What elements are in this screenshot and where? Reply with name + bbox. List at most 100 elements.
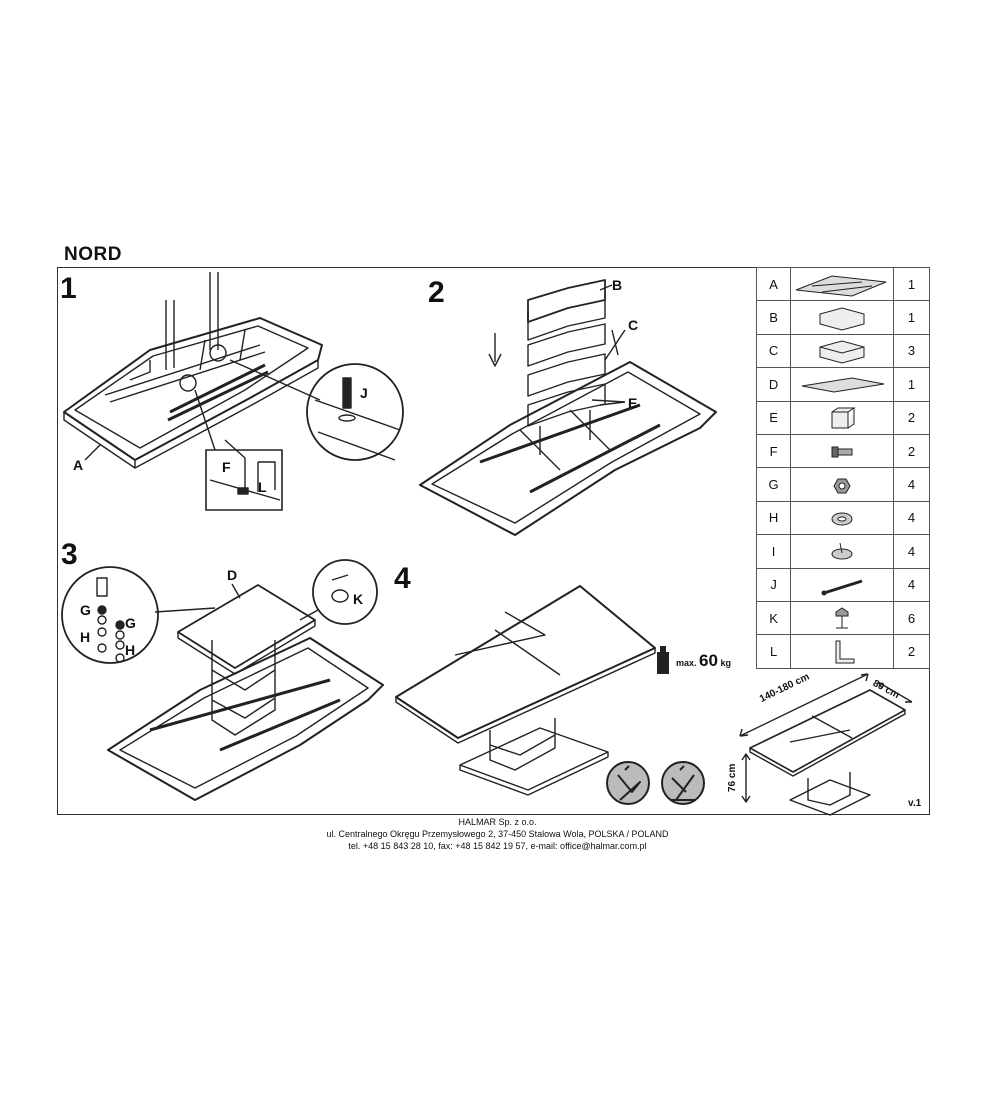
step-1-drawing: J F L A bbox=[63, 272, 404, 511]
length-arrow bbox=[739, 673, 869, 737]
callout-label: A bbox=[73, 457, 83, 473]
part-picture bbox=[790, 266, 895, 302]
part-quantity: 4 bbox=[893, 567, 930, 602]
part-quantity: 2 bbox=[893, 634, 930, 669]
step-number-3: 3 bbox=[61, 538, 78, 571]
callout-label: H bbox=[125, 642, 135, 658]
callout-label: G bbox=[125, 615, 136, 631]
part-picture bbox=[790, 300, 895, 335]
callout-label: L bbox=[258, 479, 267, 495]
rod-1 bbox=[165, 300, 175, 370]
top-leg-segment-icon bbox=[819, 307, 865, 331]
block-icon bbox=[831, 407, 856, 429]
part-letter: K bbox=[755, 600, 792, 636]
dimension-drawing bbox=[739, 673, 913, 816]
part-quantity: 1 bbox=[893, 367, 930, 402]
step-2-drawing: B C E bbox=[419, 277, 717, 536]
screw-icon bbox=[831, 446, 853, 458]
part-quantity: 4 bbox=[893, 467, 930, 502]
bolt-icon bbox=[821, 579, 863, 596]
step-number-2: 2 bbox=[428, 276, 445, 309]
step-4-drawing bbox=[395, 585, 669, 796]
callout-label: E bbox=[628, 395, 637, 411]
part-letter: E bbox=[755, 400, 792, 435]
rail-left bbox=[104, 344, 266, 403]
detail-circle-gh: G H G H bbox=[61, 566, 159, 664]
part-picture bbox=[790, 567, 895, 602]
part-quantity: 2 bbox=[893, 433, 930, 469]
rail-right bbox=[167, 363, 269, 422]
part-letter: G bbox=[755, 467, 792, 502]
weight-prefix: max. bbox=[676, 658, 697, 668]
part-quantity: 2 bbox=[893, 400, 930, 435]
callout-label: G bbox=[80, 602, 91, 618]
step-3-drawing: D G H G H K bbox=[61, 559, 384, 801]
part-letter: I bbox=[755, 534, 792, 569]
part-letter: C bbox=[755, 333, 792, 369]
washer-icon bbox=[831, 512, 853, 526]
width-arrow bbox=[877, 681, 913, 703]
part-picture bbox=[790, 467, 895, 502]
step-number-4: 4 bbox=[394, 562, 411, 595]
footer: HALMAR Sp. z o.o. ul. Centralnego Okręgu… bbox=[0, 816, 995, 852]
mounting-plate-icon bbox=[801, 377, 885, 393]
l-bracket-icon bbox=[835, 640, 855, 664]
table-frame-outline bbox=[419, 361, 717, 536]
part-picture bbox=[790, 433, 895, 469]
table-frame-inner bbox=[74, 325, 309, 449]
part-picture bbox=[790, 500, 895, 536]
callout-label: K bbox=[353, 591, 363, 607]
part-quantity: 3 bbox=[893, 333, 930, 369]
rod-2 bbox=[209, 272, 219, 350]
max-weight-label: max. 60 kg bbox=[676, 651, 731, 671]
screw-with-bracket-icon bbox=[835, 607, 849, 629]
callout-label: F bbox=[222, 459, 231, 475]
part-quantity: 1 bbox=[893, 300, 930, 335]
leg-segment-icon bbox=[819, 340, 865, 364]
table-frame-outline bbox=[107, 637, 384, 801]
part-letter: F bbox=[755, 433, 792, 469]
detail-box-fl: F L bbox=[205, 439, 283, 511]
footer-contact: tel. +48 15 843 28 10, fax: +48 15 842 1… bbox=[348, 841, 647, 851]
lifting-safety-icons bbox=[606, 761, 705, 805]
nut-icon bbox=[833, 478, 851, 494]
callout-label: H bbox=[80, 629, 90, 645]
table-base bbox=[459, 727, 609, 796]
footer-company: HALMAR Sp. z o.o. bbox=[458, 817, 537, 827]
part-picture bbox=[790, 600, 895, 636]
part-picture bbox=[790, 400, 895, 435]
part-quantity: 4 bbox=[893, 500, 930, 536]
table-frame-outline bbox=[63, 317, 323, 461]
part-picture bbox=[790, 367, 895, 402]
instruction-frame bbox=[57, 267, 930, 815]
part-letter: D bbox=[755, 367, 792, 402]
callout-label: C bbox=[628, 317, 638, 333]
dimension-height: 76 cm bbox=[727, 763, 738, 792]
table-frame-icon bbox=[795, 275, 887, 297]
document-title: NORD bbox=[64, 244, 122, 265]
detail-circle-jl: J bbox=[306, 363, 404, 461]
leg-stack bbox=[527, 279, 606, 455]
part-quantity: 1 bbox=[893, 266, 930, 302]
part-letter: A bbox=[755, 266, 792, 302]
detail-circle-k: K bbox=[312, 559, 378, 625]
part-letter: B bbox=[755, 300, 792, 335]
part-picture bbox=[790, 333, 895, 369]
spring-washer-icon bbox=[831, 543, 853, 560]
callout-label: B bbox=[612, 277, 622, 293]
part-letter: J bbox=[755, 567, 792, 602]
part-letter: L bbox=[755, 634, 792, 669]
part-quantity: 4 bbox=[893, 534, 930, 569]
weight-unit: kg bbox=[720, 658, 731, 668]
